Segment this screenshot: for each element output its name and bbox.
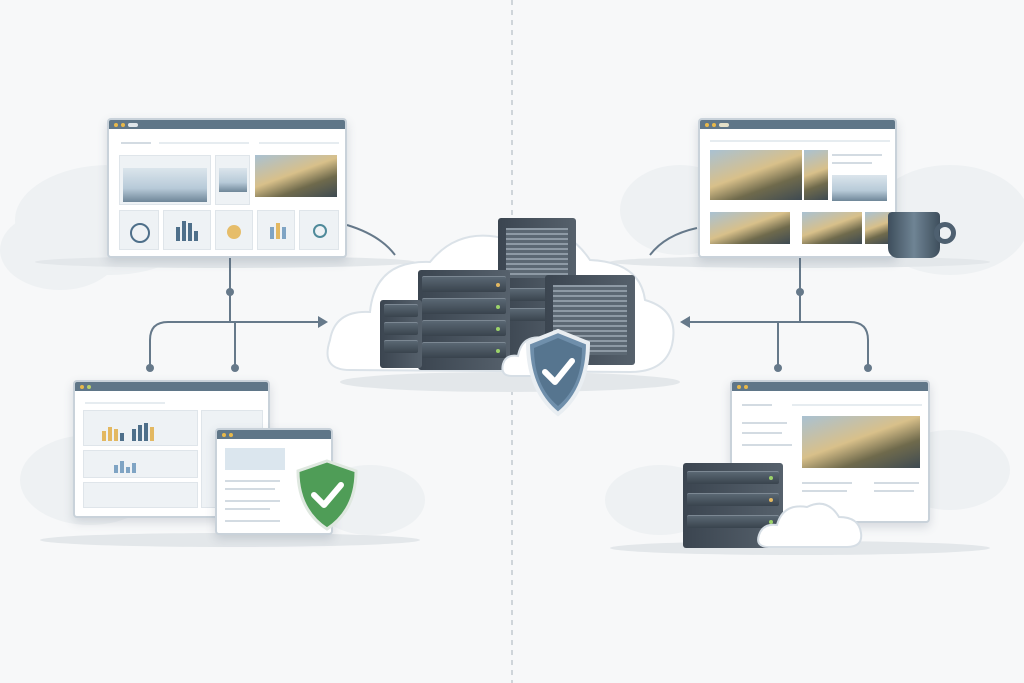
- browser-window-content: [730, 380, 930, 523]
- server-rack-icon: [418, 270, 510, 370]
- browser-window-gallery: [698, 118, 897, 258]
- shield-check-icon-blue: [525, 328, 591, 417]
- browser-window-dashboard: [107, 118, 347, 258]
- server-rack-icon-left: [380, 300, 422, 368]
- shield-check-icon-green: [296, 459, 358, 531]
- coffee-mug-icon: [888, 212, 940, 258]
- cloud-icon-small: [757, 502, 863, 548]
